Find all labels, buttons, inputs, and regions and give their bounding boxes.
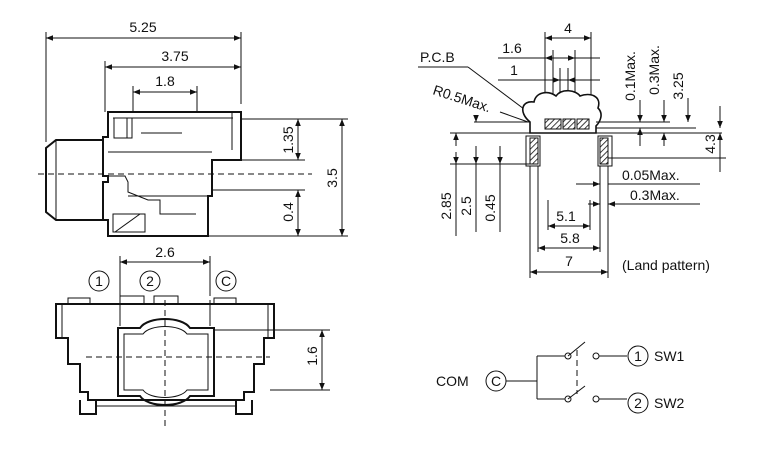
sw2-pin-label: 2 <box>634 395 642 411</box>
pin1-label: 1 <box>95 273 103 289</box>
bottom-body-outline <box>55 303 275 401</box>
bottom-actuator-window <box>117 318 215 406</box>
dim-5-25: 5.25 <box>129 19 156 35</box>
schematic: COM C 1 SW1 2 SW2 <box>436 341 685 414</box>
terminal-left <box>529 137 539 165</box>
dim-5-1: 5.1 <box>556 208 576 224</box>
dim-1-8: 1.8 <box>155 73 175 89</box>
dim-1: 1 <box>510 62 518 78</box>
dim-0-3max: 0.3Max. <box>646 45 662 95</box>
dim-1-35: 1.35 <box>280 126 296 153</box>
dim-4-3: 4.3 <box>702 134 718 154</box>
dim-0-3max-gap: 0.3Max. <box>630 187 680 203</box>
dim-2-5: 2.5 <box>458 196 474 216</box>
dim-3-5: 3.5 <box>324 168 340 188</box>
sw2-label: SW2 <box>654 395 685 411</box>
label-radius: R0.5Max. <box>431 82 493 116</box>
com-pin-label: C <box>491 373 501 389</box>
dim-0-1max: 0.1Max. <box>622 51 638 101</box>
dim-4: 4 <box>564 20 572 36</box>
dim-0-45: 0.45 <box>482 194 498 221</box>
label-pcb: P.C.B <box>420 49 455 65</box>
sw1-label: SW1 <box>654 348 685 364</box>
pin2-callout <box>139 270 161 292</box>
dim-1-6-bottom: 1.6 <box>304 346 320 366</box>
mounting-view: 4 1.6 1 P.C.B R0.5Max. 0.1Max. <box>418 20 726 278</box>
sw1-pin-label: 1 <box>634 348 642 364</box>
dim-0-05max: 0.05Max. <box>622 167 680 183</box>
dim-3-75: 3.75 <box>161 48 188 64</box>
dim-3-25: 3.25 <box>670 72 686 99</box>
com-label: COM <box>436 373 469 389</box>
actuator-knob <box>45 139 103 221</box>
pinc-label: C <box>221 273 231 289</box>
dim-5-8: 5.8 <box>560 230 580 246</box>
terminal-right <box>599 137 609 165</box>
sw1-pin-circle <box>627 345 649 367</box>
pin1-callout <box>88 270 110 292</box>
pinc-callout <box>215 270 237 292</box>
bottom-view: 2.6 1 2 C 1.6 <box>55 244 330 428</box>
label-land-pattern: (Land pattern) <box>622 257 710 273</box>
dim-7: 7 <box>565 253 573 269</box>
dim-0-4: 0.4 <box>280 202 296 222</box>
dim-2-85: 2.85 <box>438 192 454 219</box>
dim-1-6: 1.6 <box>502 40 522 56</box>
front-view: 5.25 3.75 1.8 1.35 0.4 3.5 <box>38 19 348 237</box>
pin2-label: 2 <box>146 273 154 289</box>
sw2-pin-circle <box>627 392 649 414</box>
dim-2-6: 2.6 <box>155 244 175 260</box>
